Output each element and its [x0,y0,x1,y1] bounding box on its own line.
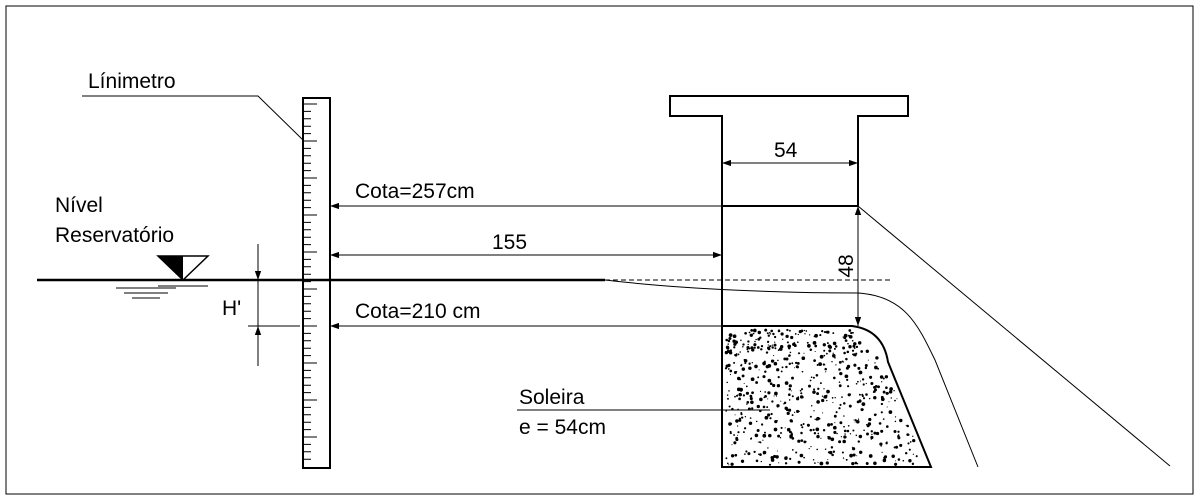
lower-cota-label: Cota=210 cm [355,300,481,323]
head-dimension [248,244,300,366]
dimension-54-label: 54 [774,139,798,162]
sill-name-label: Soleira [519,386,585,409]
measuring-frame [669,95,909,467]
nappe-upper-surface [604,279,979,468]
head-label: H' [222,297,241,320]
sill-thickness-label: e = 54cm [519,416,606,439]
reservoir-label-line2: Reservatório [55,224,174,247]
limnimeter-staff [302,97,331,469]
limnimeter-leader [82,95,304,141]
diagonal-reference-line [857,205,1171,467]
water-level-symbol [116,255,210,299]
dimension-155-label: 155 [492,231,527,254]
reservoir-label-line1: Nível [55,194,103,217]
upper-cota-label: Cota=257cm [355,180,475,203]
drawing-frame [5,5,1194,495]
limnimeter-label: Línimetro [88,70,176,93]
dimension-48-label: 48 [835,254,858,277]
